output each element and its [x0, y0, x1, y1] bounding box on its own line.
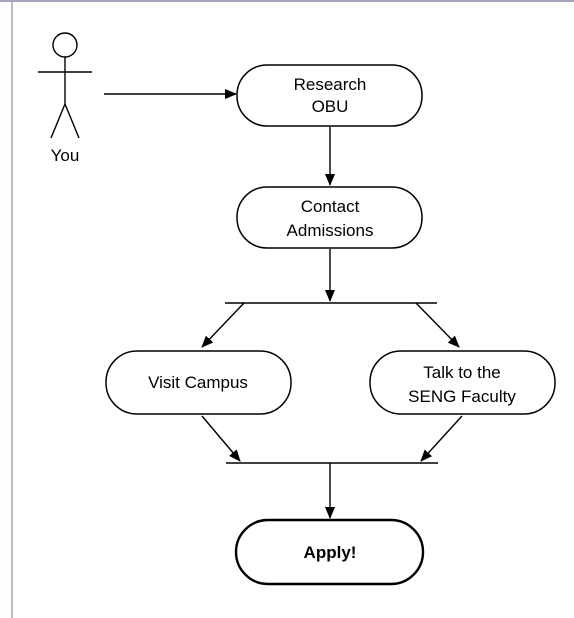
node-visit-campus: Visit Campus	[105, 350, 292, 415]
actor-left-leg	[50, 103, 66, 139]
edge-visit-campus-to-join	[201, 415, 241, 462]
node-talk-to-seng-faculty-label-line1: Talk to the	[423, 363, 501, 382]
actor-head	[52, 32, 78, 58]
node-talk-to-seng-faculty-shape	[369, 350, 556, 415]
node-visit-campus-label-line1: Visit Campus	[148, 373, 248, 392]
node-research-obu-label-line2: OBU	[312, 97, 349, 116]
node-apply-shape	[234, 518, 425, 586]
edge-fork-to-visit-campus	[201, 302, 245, 348]
node-apply: Apply!	[234, 518, 425, 586]
node-research-obu: Research OBU	[236, 64, 423, 127]
node-contact-admissions-label-line2: Admissions	[287, 221, 374, 240]
actor-you	[38, 32, 92, 139]
node-talk-to-seng-faculty-label-line2: SENG Faculty	[408, 387, 516, 406]
actor-right-leg	[64, 103, 80, 139]
edge-fork-to-talk-faculty	[415, 302, 460, 348]
node-research-obu-label-line1: Research	[294, 75, 367, 94]
node-apply-label: Apply!	[304, 543, 357, 562]
node-research-obu-shape	[236, 64, 423, 127]
node-contact-admissions-label-line1: Contact	[301, 197, 360, 216]
node-talk-to-seng-faculty: Talk to the SENG Faculty	[369, 350, 556, 415]
actor-label: You	[51, 146, 80, 165]
node-visit-campus-shape	[105, 350, 292, 415]
node-contact-admissions: Contact Admissions	[236, 186, 423, 249]
node-contact-admissions-shape	[236, 186, 423, 249]
edge-talk-faculty-to-join	[420, 415, 463, 462]
